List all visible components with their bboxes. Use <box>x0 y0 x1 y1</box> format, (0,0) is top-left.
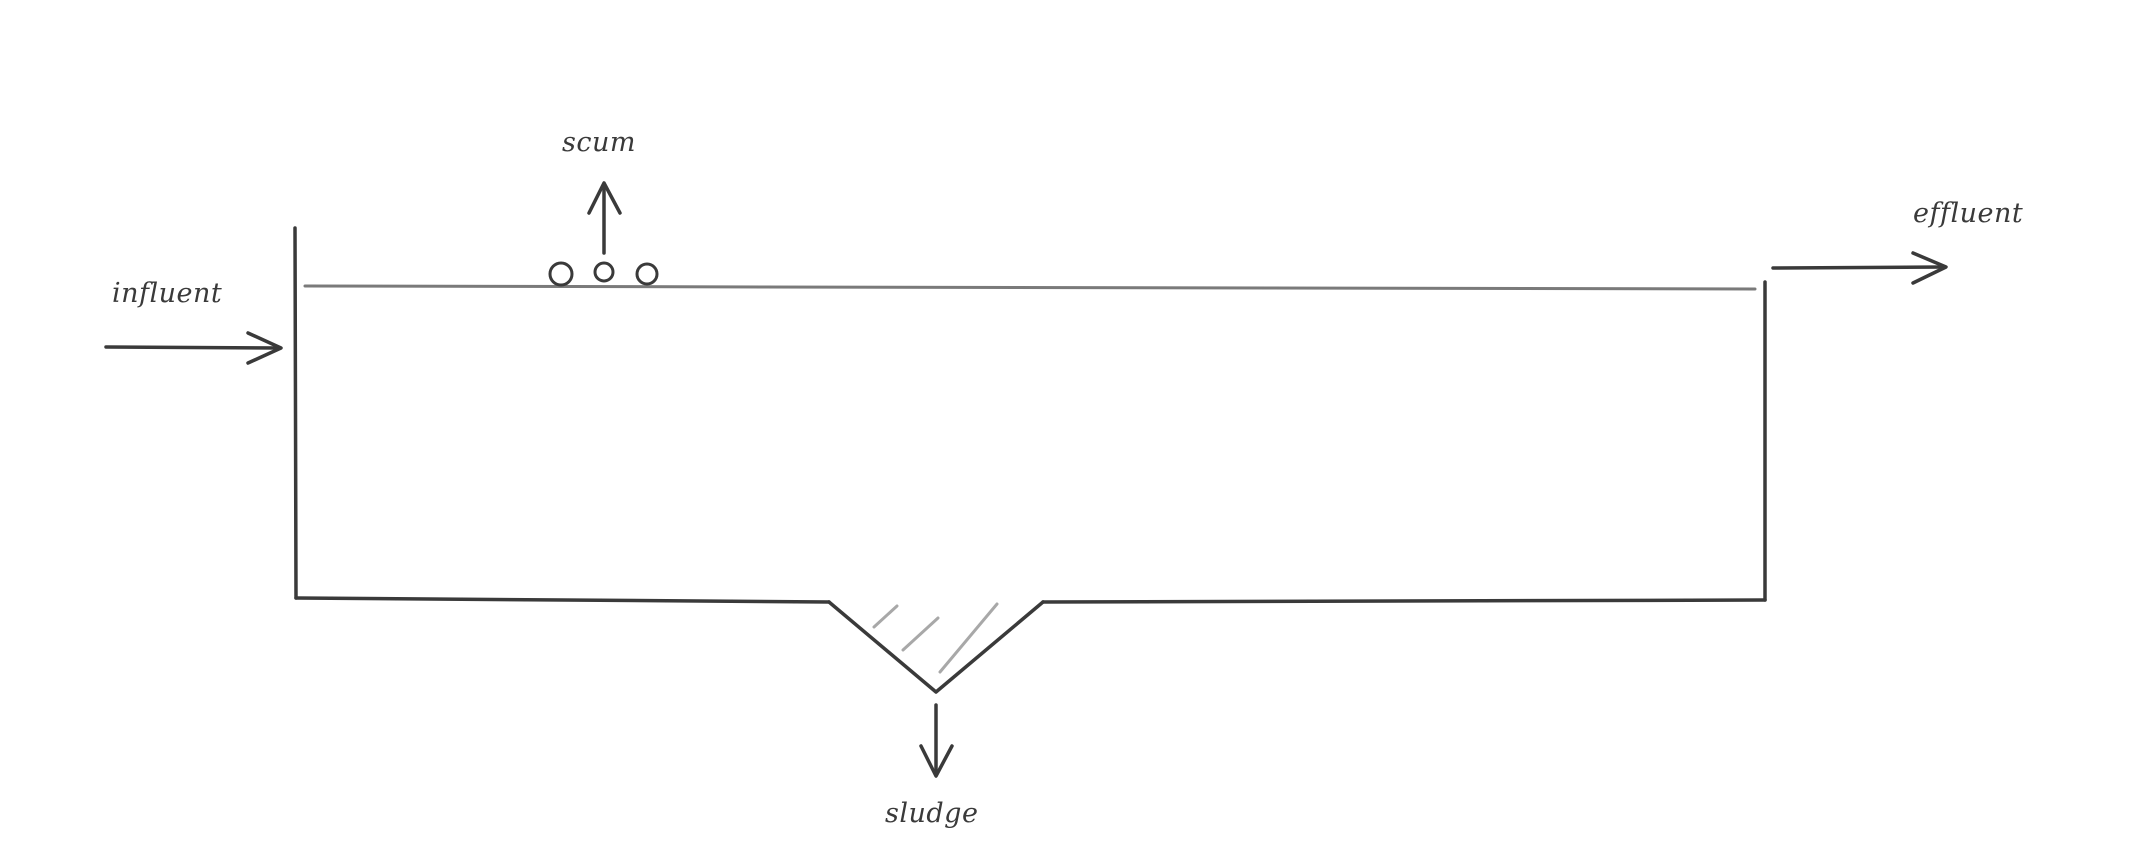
water-surface-line <box>303 284 1757 291</box>
sludge-hopper <box>827 600 1045 694</box>
influent-arrow-head <box>246 331 283 365</box>
influent-label: influent <box>112 278 222 309</box>
sediment-mark <box>938 602 999 674</box>
sediment-hatch <box>872 602 999 674</box>
sludge-arrow-head <box>919 744 954 778</box>
tank-bottom-left <box>294 596 831 604</box>
sediment-mark <box>872 604 899 629</box>
effluent-arrow-head <box>1911 251 1948 285</box>
influent-arrow <box>104 331 283 365</box>
sludge-label: sludge <box>885 798 978 829</box>
bubble <box>635 262 659 286</box>
bubble <box>548 261 574 287</box>
sludge-arrow <box>919 703 954 778</box>
effluent-arrow-shaft <box>1771 265 1947 270</box>
sediment-mark <box>901 616 940 652</box>
scum-arrow <box>587 181 622 255</box>
scum-bubbles <box>548 261 659 287</box>
effluent-arrow <box>1771 251 1948 285</box>
effluent-label: effluent <box>1913 198 2023 229</box>
influent-arrow-shaft <box>104 345 282 350</box>
tank-left-wall <box>293 226 298 600</box>
tank-bottom-right <box>1041 598 1767 604</box>
scum-label: scum <box>562 127 636 158</box>
bubble <box>593 261 615 283</box>
tank <box>293 226 1767 694</box>
scum-arrow-head <box>587 181 622 215</box>
